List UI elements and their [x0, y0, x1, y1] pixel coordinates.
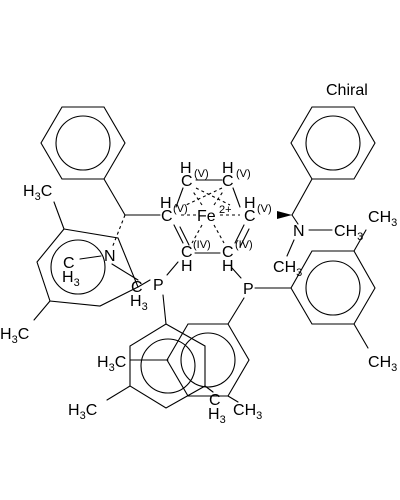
- upper-left-hydrogen: H: [180, 160, 192, 177]
- left-n-methyl-1-carbon: C: [63, 255, 75, 272]
- upper-left-carbon-mark: (V): [194, 168, 209, 180]
- bottom-left-xylyl-methyl-2: H3C: [68, 402, 97, 422]
- upper-right-carbon: C: [222, 173, 234, 190]
- left-side-hydrogen: H: [160, 195, 172, 212]
- right-nitrogen: N: [293, 223, 305, 240]
- bottom-right-xylyl-methyl-2: CH3: [233, 402, 262, 422]
- right-n-methyl-2: CH3: [273, 259, 302, 279]
- lower-left-carbon-mark: (IV): [193, 239, 211, 251]
- left-xylyl-methyl-bottom: H3C: [0, 326, 29, 346]
- left-side-carbon-mark: (V): [173, 203, 188, 215]
- upper-left-carbon: C: [181, 173, 193, 190]
- bottom-left-xylyl-methyl-1: H3C: [97, 354, 126, 374]
- right-xylyl-methyl-bottom: CH3: [368, 354, 397, 374]
- right-n-methyl-1: CH3: [334, 223, 363, 243]
- iron-charge: 2+: [219, 204, 232, 216]
- right-xylyl-methyl-top: CH3: [368, 209, 397, 229]
- left-n-methyl-1-hydrogen: H3: [62, 269, 80, 289]
- lower-left-hydrogen: H: [181, 258, 193, 275]
- chirality-label: Chiral: [326, 82, 368, 99]
- bond-lines: [33, 106, 376, 409]
- left-phosphorus: P: [153, 277, 164, 294]
- right-side-carbon: C: [244, 208, 256, 225]
- right-phosphorus: P: [243, 281, 254, 298]
- right-side-hydrogen: H: [244, 195, 256, 212]
- lower-right-carbon: C: [222, 244, 234, 261]
- left-n-methyl-2-carbon: C: [131, 279, 143, 296]
- right-side-carbon-mark: (V): [257, 203, 272, 215]
- iron-atom: Fe: [197, 208, 216, 225]
- lower-right-carbon-mark: (IV): [235, 239, 253, 251]
- lower-left-carbon: C: [181, 244, 193, 261]
- upper-right-carbon-mark: (V): [236, 168, 251, 180]
- left-xylyl-methyl-top: H3C: [23, 183, 52, 203]
- left-n-methyl-2-hydrogen: H3: [130, 293, 148, 313]
- left-side-carbon: C: [161, 208, 173, 225]
- atom-labels: Chiral Fe 2+ H H C (V) C (V) H H C (V) C…: [0, 82, 397, 426]
- bottom-right-xylyl-methyl-1-hydrogen: H3: [208, 406, 226, 426]
- bottom-right-xylyl-methyl-1-carbon: C: [209, 392, 221, 409]
- left-nitrogen: N: [104, 248, 116, 265]
- lower-right-hydrogen: H: [222, 258, 234, 275]
- upper-right-hydrogen: H: [222, 160, 234, 177]
